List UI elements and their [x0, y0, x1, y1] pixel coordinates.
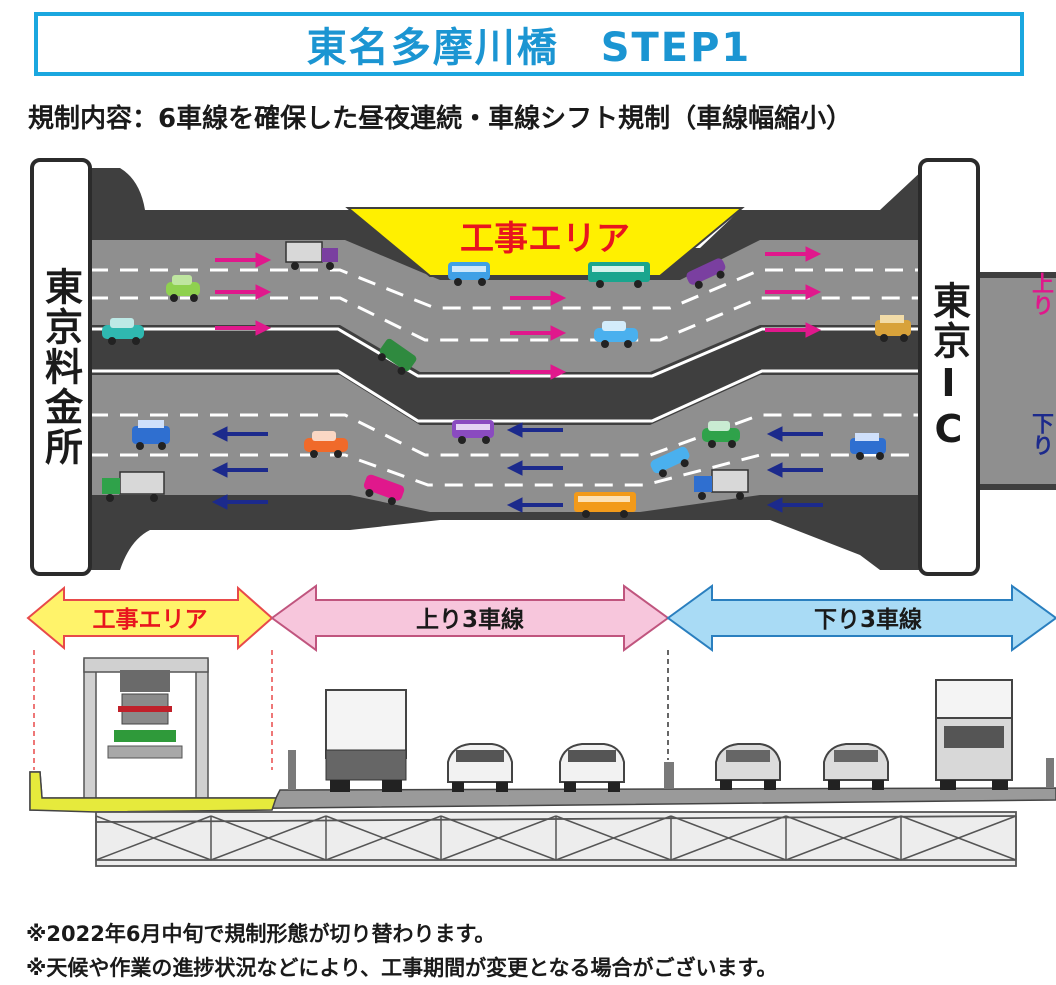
up-arrow: [510, 325, 567, 341]
tokyo-toll-gate: 東京料金所: [30, 158, 92, 576]
down-lanes-band-label: 下り3車線: [814, 606, 922, 633]
work-area-plan: [345, 207, 745, 277]
up-arrow: [765, 322, 822, 338]
car-front-icon: [823, 743, 889, 790]
truss-member: [785, 815, 902, 861]
up-arrows: [215, 246, 822, 380]
car-rear-icon: [447, 743, 513, 792]
bus-icon: [574, 492, 636, 518]
down-arrow: [766, 462, 823, 478]
up-arrow: [510, 290, 567, 306]
down-arrow: [211, 426, 268, 442]
van-icon: [452, 420, 494, 444]
down-arrow: [506, 422, 563, 438]
car-icon: [304, 431, 348, 458]
note-disclaimer: ※天候や作業の進捗状況などにより、工事期間が変更となる場合がございます。: [26, 956, 778, 980]
truck-rear-icon: [325, 689, 407, 792]
car-icon: [686, 258, 726, 289]
down-arrow: [211, 494, 268, 510]
down-arrow: [506, 497, 563, 513]
work-area-band-label: 工事エリア: [93, 607, 208, 633]
truss-member: [440, 815, 557, 861]
car-rear-icon: [559, 743, 625, 792]
work-area-plan-label: 工事エリア: [460, 219, 630, 259]
car-icon: [102, 318, 144, 345]
car-front-icon: [715, 743, 781, 790]
up-arrow: [765, 284, 822, 300]
truss-member: [900, 815, 1017, 861]
up-arrow: [510, 364, 567, 380]
down-arrow: [766, 497, 823, 513]
bridge-cross-section: [29, 650, 1056, 867]
truck-icon: [694, 469, 749, 500]
tokyo-toll-gate-label: 東京料金所: [38, 267, 83, 467]
down-arrows: [211, 422, 823, 513]
truck-front-icon: [935, 679, 1013, 790]
van-icon: [448, 262, 490, 286]
car-icon: [650, 446, 690, 478]
title-box: 東名多摩川橋 STEP1: [34, 12, 1024, 76]
car-icon: [702, 421, 740, 448]
section-bands: 工事エリア 上り3車線 下り3車線: [26, 584, 1056, 652]
truss-member: [95, 815, 212, 861]
truss-member: [670, 815, 787, 861]
road-plan-diagram: 工事エリア: [80, 168, 1056, 570]
up-direction-label: 上り: [1028, 272, 1053, 316]
down-arrow: [506, 460, 563, 476]
tokyo-ic-gate: 東京IC: [918, 158, 980, 576]
up-arrow: [215, 284, 272, 300]
truss-member: [325, 815, 442, 861]
car-icon: [166, 275, 200, 302]
truss-member: [210, 815, 327, 861]
regulation-description: 規制内容：6車線を確保した昼夜連続・車線シフト規制（車線幅縮小）: [28, 104, 853, 134]
suv-icon: [850, 433, 886, 460]
truck-icon: [102, 471, 165, 502]
suv-icon: [132, 420, 170, 450]
up-arrow: [215, 320, 272, 336]
work-area-deck: [29, 771, 278, 813]
note-schedule: ※2022年6月中旬で規制形態が切り替わります。: [26, 922, 496, 946]
truck-icon: [285, 241, 338, 270]
truss-member: [555, 815, 672, 861]
bus-icon: [588, 262, 650, 288]
down-arrow: [211, 462, 268, 478]
car-icon: [363, 474, 405, 506]
car-icon: [594, 321, 638, 348]
suv-icon: [875, 315, 911, 342]
down-lanes-band: [666, 584, 1056, 652]
suv-icon: [377, 338, 417, 375]
construction-gantry: [83, 657, 209, 801]
up-lanes-band-label: 上り3車線: [416, 606, 524, 633]
up-arrow: [765, 246, 822, 262]
down-arrow: [766, 426, 823, 442]
page-title: 東名多摩川橋 STEP1: [306, 25, 752, 71]
tokyo-ic-label: 東京IC: [926, 281, 971, 453]
up-arrow: [215, 252, 272, 268]
right-road-stub: [975, 272, 1056, 490]
down-direction-label: 下り: [1028, 412, 1053, 456]
